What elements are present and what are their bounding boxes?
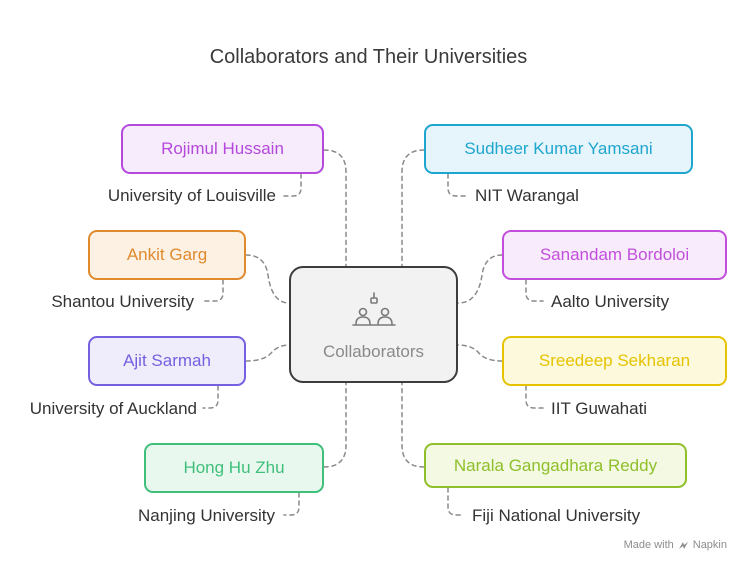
made-with-label: Made with (623, 539, 674, 551)
collaborator-node-ankit-garg: Ankit Garg (88, 230, 246, 280)
center-node: Collaborators (289, 266, 458, 383)
connector-sudheer-university (447, 173, 467, 197)
connector-ajit-university (202, 385, 219, 409)
university-label-louisville: University of Louisville (107, 186, 276, 205)
diagram-title: Collaborators and Their Universities (209, 46, 528, 68)
connector-sreedeep (457, 344, 503, 362)
center-label: Collaborators (322, 342, 425, 361)
university-label-nanjing: Nanjing University (138, 506, 275, 525)
collaborator-node-narala-gangadhara-reddy: Narala Gangadhara Reddy (424, 443, 687, 488)
university-label-shantou: Shantou University (51, 292, 194, 311)
napkin-logo-icon (678, 541, 688, 549)
collaborator-name: Ajit Sarmah (123, 351, 211, 370)
connector-sreedeep-university (525, 385, 544, 409)
connector-narala-university (447, 487, 465, 516)
connector-ankit-university (202, 279, 224, 302)
collaborator-name: Ankit Garg (126, 245, 208, 264)
collaborator-node-sudheer-kumar-yamsani: Sudheer Kumar Yamsani (424, 124, 693, 174)
collaborator-name: Rojimul Hussain (161, 139, 284, 158)
university-label-fiji-national: Fiji National University (472, 506, 641, 525)
connector-ajit (245, 344, 290, 362)
connector-rojimul-university (283, 173, 302, 197)
university-label-iit-guwahati: IIT Guwahati (551, 399, 648, 418)
connector-narala (401, 382, 425, 468)
collaborator-name: Sreedeep Sekharan (538, 351, 691, 370)
made-with-napkin-credit: Made with Napkin (624, 539, 727, 551)
collaborator-node-hong-hu-zhu: Hong Hu Zhu (144, 443, 324, 493)
connector-rojimul (323, 149, 347, 267)
napkin-brand-label: Napkin (692, 539, 727, 551)
collaborator-name: Sudheer Kumar Yamsani (464, 139, 653, 158)
collaborator-node-ajit-sarmah: Ajit Sarmah (88, 336, 246, 386)
connector-ankit (245, 254, 290, 304)
university-label-auckland: University of Auckland (29, 399, 197, 418)
collaborator-name: Hong Hu Zhu (183, 458, 285, 477)
connector-honghu (323, 382, 347, 468)
collaborator-node-sanandam-bordoloi: Sanandam Bordoloi (502, 230, 727, 280)
connector-sanandam-university (525, 279, 544, 302)
collaborator-name: Sanandam Bordoloi (539, 245, 690, 264)
collaborator-node-rojimul-hussain: Rojimul Hussain (121, 124, 324, 174)
connector-sudheer (401, 149, 425, 267)
collaborators-icon (352, 292, 396, 326)
university-label-nit-warangal: NIT Warangal (475, 186, 579, 205)
connector-sanandam (457, 254, 503, 304)
connector-honghu-university (283, 492, 300, 516)
collaborator-name: Narala Gangadhara Reddy (453, 455, 658, 475)
university-label-aalto: Aalto University (551, 292, 670, 311)
collaborator-node-sreedeep-sekharan: Sreedeep Sekharan (502, 336, 727, 386)
